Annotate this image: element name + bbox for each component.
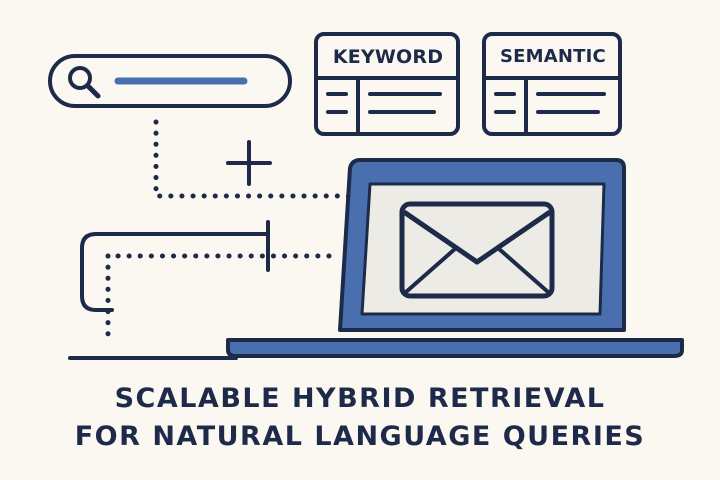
envelope-icon bbox=[399, 201, 555, 299]
result-bracket bbox=[80, 220, 333, 339]
keyword-card-label: KEYWORD bbox=[332, 46, 444, 68]
title-line-1: SCALABLE HYBRID RETRIEVAL bbox=[114, 383, 606, 414]
keyword-card bbox=[314, 32, 460, 136]
page-title: SCALABLE HYBRID RETRIEVAL FOR NATURAL LA… bbox=[0, 380, 720, 456]
search-bar bbox=[48, 54, 292, 108]
laptop-icon bbox=[68, 158, 684, 360]
plus-icon bbox=[226, 140, 272, 186]
search-to-laptop-connector bbox=[153, 119, 353, 199]
laptop-base bbox=[226, 338, 684, 358]
search-icon bbox=[68, 66, 101, 99]
title-line-2: FOR NATURAL LANGUAGE QUERIES bbox=[74, 421, 646, 452]
semantic-card-label: SEMANTIC bbox=[500, 46, 606, 67]
semantic-card bbox=[482, 32, 622, 136]
